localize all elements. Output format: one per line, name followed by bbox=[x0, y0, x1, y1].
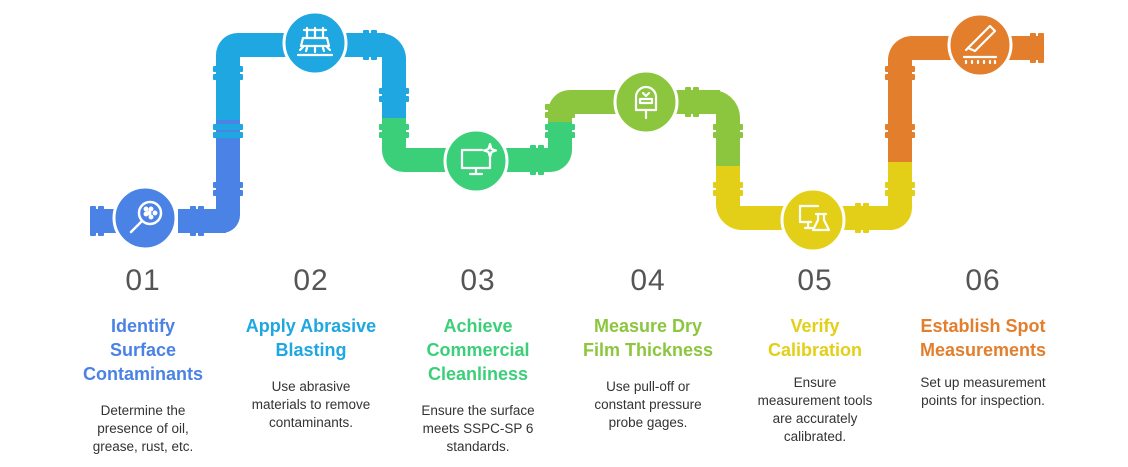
sandblaster-icon bbox=[296, 26, 334, 57]
step-title: Achieve Commercial Cleanliness bbox=[426, 316, 530, 384]
step-number: 04 bbox=[630, 264, 666, 297]
step-number: 01 bbox=[125, 264, 161, 297]
step-description: Use abrasive materials to remove contami… bbox=[251, 379, 371, 430]
step-number: 06 bbox=[965, 264, 1001, 297]
step-title: Establish Spot Measurements bbox=[919, 316, 1047, 360]
step-2: 02 Apply Abrasive Blasting Use abrasive … bbox=[227, 262, 395, 432]
step-4: 04 Measure Dry Film Thickness Use pull-o… bbox=[564, 262, 732, 432]
step-number: 02 bbox=[293, 264, 329, 297]
step-6: 06 Establish Spot Measurements Set up me… bbox=[899, 262, 1067, 410]
step-title: Measure Dry Film Thickness bbox=[582, 316, 714, 360]
step-title: Verify Calibration bbox=[767, 316, 862, 360]
monitor-sparkle-icon bbox=[460, 142, 498, 176]
step-description: Set up measurement points for inspection… bbox=[920, 375, 1046, 408]
pipe-segment-3 bbox=[379, 118, 575, 175]
icon-magnifier-group bbox=[112, 185, 178, 251]
icon-monitor-sparkle-group bbox=[443, 128, 509, 194]
step-title: Identify Surface Contaminants bbox=[82, 316, 203, 384]
step-description: Use pull-off or constant pressure probe … bbox=[594, 379, 702, 430]
icon-sandblaster-group bbox=[282, 10, 348, 76]
icon-monitor-flask-group bbox=[780, 187, 846, 253]
step-number: 05 bbox=[797, 264, 833, 297]
knife-measure-icon bbox=[962, 24, 998, 65]
pipe-segment-5 bbox=[713, 160, 915, 233]
pipe-segment-6 bbox=[885, 33, 1044, 162]
step-5: 05 Verify Calibration Ensure measurement… bbox=[731, 262, 899, 446]
step-description: Ensure measurement tools are accurately … bbox=[757, 375, 873, 444]
magnifier-icon bbox=[129, 200, 163, 234]
step-description: Ensure the surface meets SSPC-SP 6 stand… bbox=[421, 403, 535, 454]
gauge-meter-icon bbox=[634, 85, 658, 120]
pipe-segment-1 bbox=[90, 118, 243, 236]
step-title: Apply Abrasive Blasting bbox=[245, 316, 377, 360]
monitor-flask-icon bbox=[798, 204, 831, 232]
pipe-segment-2 bbox=[213, 30, 409, 138]
icon-knife-measure-group bbox=[947, 12, 1013, 78]
step-description: Determine the presence of oil, grease, r… bbox=[92, 403, 194, 454]
icon-gauge-meter-group bbox=[613, 69, 679, 135]
step-number: 03 bbox=[460, 264, 496, 297]
step-1: 01 Identify Surface Contaminants Determi… bbox=[59, 262, 227, 456]
pipe-segment-4 bbox=[545, 87, 743, 168]
step-3: 03 Achieve Commercial Cleanliness Ensure… bbox=[394, 262, 562, 456]
